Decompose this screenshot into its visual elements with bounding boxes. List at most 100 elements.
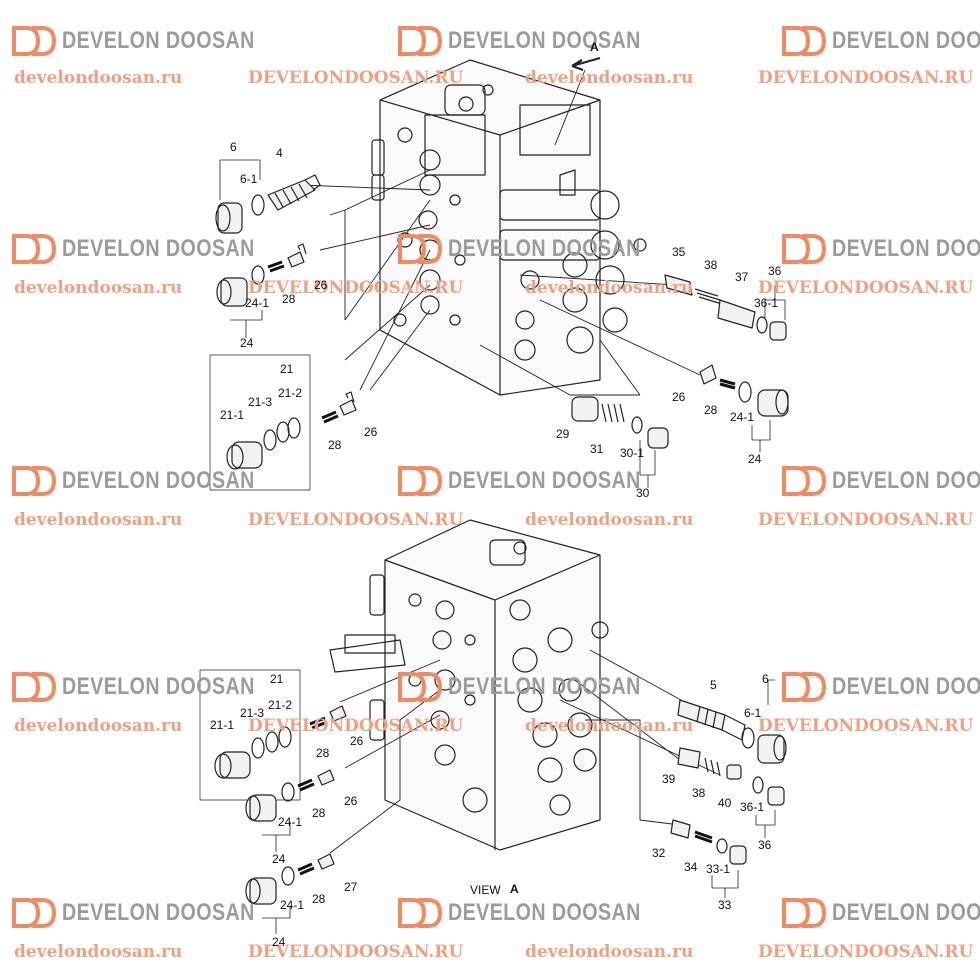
part-29-31-30 xyxy=(571,396,669,449)
part-label: 32 xyxy=(652,846,666,860)
part-label: 38 xyxy=(704,258,718,272)
develon-logo-icon xyxy=(398,898,442,928)
watermark-logo: DEVELON DOOSAN xyxy=(398,234,683,264)
part-label: 4 xyxy=(276,146,283,160)
develon-logo-icon xyxy=(12,672,56,702)
part-24-plug-top-right xyxy=(699,364,789,417)
watermark-brand: DEVELON DOOSAN xyxy=(62,235,255,262)
part-label: 28 xyxy=(704,403,718,417)
part-label: 21-2 xyxy=(278,386,303,400)
watermark-logo: DEVELON DOOSAN xyxy=(782,26,980,56)
part-label: 21-2 xyxy=(268,698,293,712)
develon-logo-icon xyxy=(398,234,442,264)
part-label: 6-1 xyxy=(744,706,762,720)
part-label: 29 xyxy=(556,427,570,441)
watermark-url: DEVELONDOOSAN.RU xyxy=(248,716,464,736)
part-label: 26 xyxy=(344,794,358,808)
part-label: 36 xyxy=(758,838,772,852)
watermark-url: DEVELONDOOSAN.RU xyxy=(248,942,464,962)
part-6-plug-bottom xyxy=(741,727,787,764)
develon-logo-icon xyxy=(12,466,56,496)
watermark-url: DEVELONDOOSAN.RU xyxy=(758,510,974,530)
watermark-brand: DEVELON DOOSAN xyxy=(62,673,255,700)
part-label: 21-3 xyxy=(248,395,273,409)
watermark-logo: DEVELON DOOSAN xyxy=(12,466,297,496)
watermark-logo: DEVELON DOOSAN xyxy=(782,898,980,928)
watermark-logo: DEVELON DOOSAN xyxy=(398,898,683,928)
part-label: 21-1 xyxy=(210,718,235,732)
watermark-url: develondoosan.ru xyxy=(525,68,694,88)
watermark-url: develondoosan.ru xyxy=(525,942,694,962)
develon-logo-icon xyxy=(782,234,826,264)
part-label: 6 xyxy=(230,140,237,154)
part-32-34-33 xyxy=(670,819,747,865)
watermark-logo: DEVELON DOOSAN xyxy=(398,672,683,702)
part-label: 38 xyxy=(692,786,706,800)
develon-logo-icon xyxy=(398,466,442,496)
part-label: 40 xyxy=(718,796,732,810)
watermark-url: develondoosan.ru xyxy=(14,510,183,530)
part-39-38-40-36 xyxy=(677,747,785,806)
part-5-spool xyxy=(677,699,746,741)
part-24-plug-bottom-1 xyxy=(245,769,335,822)
part-label: 34 xyxy=(684,860,698,874)
part-label: 24 xyxy=(240,336,254,350)
watermark-url: develondoosan.ru xyxy=(14,278,183,298)
watermark-logo: DEVELON DOOSAN xyxy=(12,898,297,928)
watermark-url: DEVELONDOOSAN.RU xyxy=(758,942,974,962)
part-label: 21-1 xyxy=(220,408,245,422)
develon-logo-icon xyxy=(398,672,442,702)
view-arrow xyxy=(571,56,601,68)
watermark-brand: DEVELON DOOSAN xyxy=(448,235,641,262)
part-label: 24 xyxy=(272,935,286,949)
watermark-url: develondoosan.ru xyxy=(525,716,694,736)
watermark-logo: DEVELON DOOSAN xyxy=(12,672,297,702)
part-24-plug-top-left xyxy=(216,243,307,307)
watermark-logo: DEVELON DOOSAN xyxy=(782,234,980,264)
watermark-logo: DEVELON DOOSAN xyxy=(12,234,297,264)
part-label: 28 xyxy=(282,292,296,306)
watermark-url: DEVELONDOOSAN.RU xyxy=(758,68,974,88)
part-label: 26 xyxy=(314,278,328,292)
part-label: 28 xyxy=(312,806,326,820)
part-label: 24 xyxy=(272,852,286,866)
bottom-left-brackets xyxy=(262,822,291,934)
part-label: 33 xyxy=(718,898,732,912)
watermark-logo: DEVELON DOOSAN xyxy=(782,466,980,496)
part-4-spool xyxy=(267,174,321,211)
part-label: 6 xyxy=(762,672,769,686)
view-label-prefix: VIEW xyxy=(470,883,501,897)
view-label-letter: A xyxy=(510,882,519,896)
watermark-logo: DEVELON DOOSAN xyxy=(12,26,297,56)
part-label: 35 xyxy=(672,245,686,259)
part-24-plug-bottom-2 xyxy=(245,853,335,905)
part-label: 36 xyxy=(768,264,782,278)
part-label: 30-1 xyxy=(620,446,645,460)
watermark-brand: DEVELON DOOSAN xyxy=(448,899,641,926)
part-6-plug-top xyxy=(215,194,265,234)
watermark-url: develondoosan.ru xyxy=(14,68,183,88)
part-label: 26 xyxy=(350,734,364,748)
part-35-38-37-36 xyxy=(664,274,787,341)
develon-logo-icon xyxy=(782,898,826,928)
watermark-url: develondoosan.ru xyxy=(14,942,183,962)
watermark-url: DEVELONDOOSAN.RU xyxy=(248,68,464,88)
part-label: 28 xyxy=(328,438,342,452)
part-label: 26 xyxy=(672,390,686,404)
watermark-brand: DEVELON DOOSAN xyxy=(62,899,255,926)
valve-block-top xyxy=(371,59,647,396)
part-label: 24 xyxy=(748,452,762,466)
part-label: 21-3 xyxy=(240,706,265,720)
develon-logo-icon xyxy=(12,26,56,56)
part-21-bottom xyxy=(214,705,347,779)
part-label: 24-1 xyxy=(278,815,303,829)
bottom-leader-lines xyxy=(329,649,721,854)
develon-logo-icon xyxy=(12,234,56,264)
watermark-logo: DEVELON DOOSAN xyxy=(398,466,683,496)
part-label: 37 xyxy=(735,270,749,284)
group-box-21-bottom xyxy=(199,669,301,801)
watermark-url: develondoosan.ru xyxy=(14,716,183,736)
part-label: 21 xyxy=(270,672,284,686)
bottom-right-brackets xyxy=(711,679,776,898)
